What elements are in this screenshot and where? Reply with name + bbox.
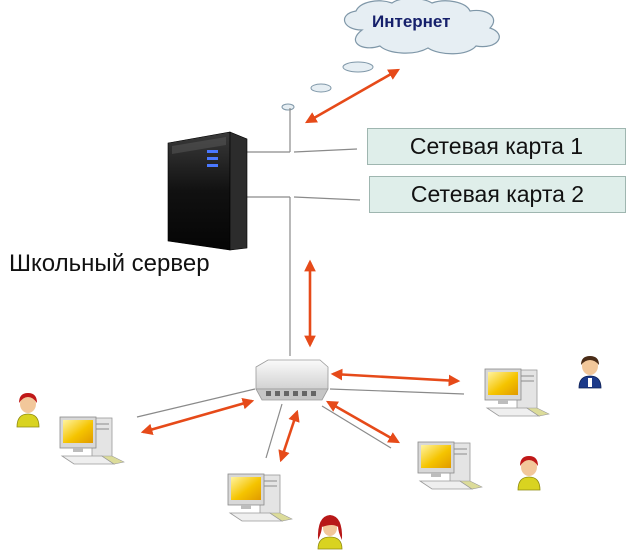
- server-label: Школьный сервер: [9, 250, 210, 277]
- user-person-icon: [317, 515, 343, 550]
- internet-label: Интернет: [372, 12, 451, 31]
- network-switch-icon: [255, 359, 329, 401]
- data-flow-arrows: [140, 68, 461, 463]
- user-person-icon: [578, 356, 602, 389]
- network-card-1-label: Сетевая карта 1: [367, 128, 626, 165]
- cloud-icon: [281, 0, 500, 111]
- desktop-computer-icon: [59, 416, 125, 465]
- user-person-icon: [517, 455, 541, 491]
- server-tower-icon: [167, 131, 248, 251]
- desktop-computer-icon: [417, 441, 483, 490]
- network-card-2-label: Сетевая карта 2: [369, 176, 626, 213]
- desktop-computer-icon: [227, 473, 293, 522]
- desktop-computer-icon: [484, 368, 550, 417]
- user-person-icon: [16, 392, 40, 428]
